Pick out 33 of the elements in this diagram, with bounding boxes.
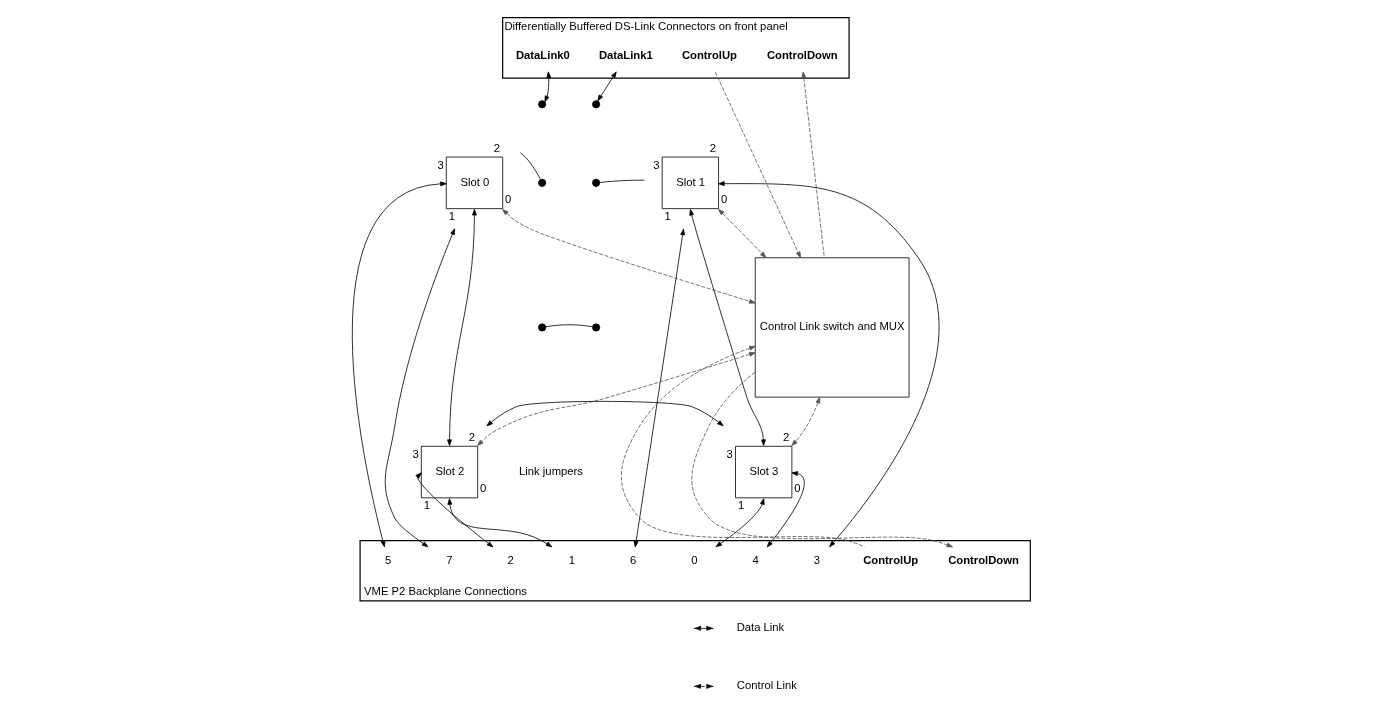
node-label: 2	[709, 141, 716, 154]
node-label: 2	[468, 430, 475, 443]
legend-label: Data Link	[736, 621, 784, 634]
legend-label: Control Link	[736, 679, 797, 692]
node-label: 3	[436, 158, 444, 171]
node-text: ControlUp	[862, 553, 918, 566]
node-text: 1	[568, 554, 575, 567]
node-label: 0	[504, 193, 511, 206]
node-label: 0	[479, 482, 486, 495]
node-label: 1	[737, 499, 744, 512]
node-text: 6	[629, 554, 636, 567]
node-text: DataLink0	[515, 49, 570, 62]
node-label: 2	[493, 141, 500, 154]
node-text: 3	[813, 554, 820, 567]
node-label: 1	[664, 210, 671, 223]
node-label: 1	[448, 210, 455, 223]
node-label: 0	[720, 193, 727, 206]
node-label: 0	[793, 482, 801, 495]
node-label: 3	[652, 158, 660, 171]
node-label: 3	[411, 447, 419, 460]
label: Link jumpers	[518, 465, 583, 478]
node-text: 4	[751, 554, 759, 567]
node-text: DataLink1	[598, 49, 653, 62]
node-text: ControlDown	[766, 49, 838, 62]
node-label: 1	[423, 499, 430, 512]
node-label: 2	[782, 430, 789, 443]
node-text: 5	[384, 554, 391, 567]
node-text: 7	[445, 554, 453, 567]
node-text: 0	[690, 554, 697, 567]
node-text: ControlDown	[947, 553, 1019, 566]
node-label: 3	[726, 447, 733, 460]
node-text: ControlUp	[681, 49, 737, 62]
node-text: 2	[507, 554, 514, 567]
